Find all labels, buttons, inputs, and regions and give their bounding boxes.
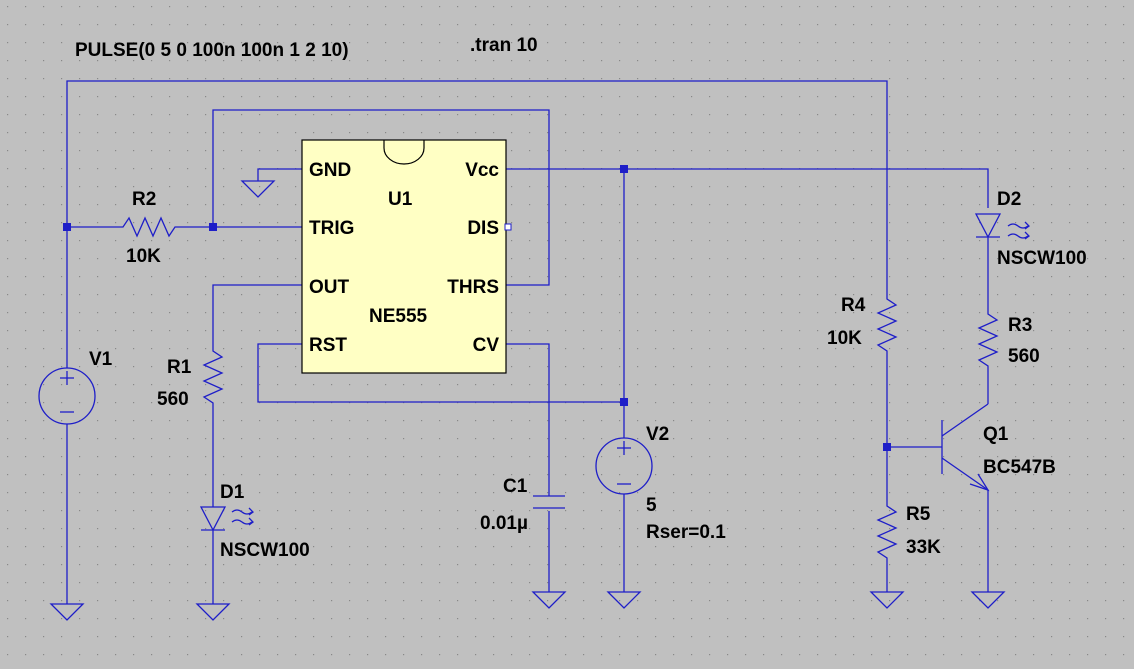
pin-label-gnd: GND (309, 160, 351, 181)
d1-part: NSCW100 (220, 540, 310, 561)
d2-part: NSCW100 (997, 248, 1087, 269)
transistor-q1[interactable] (941, 403, 990, 492)
light-emission-icon (1007, 233, 1029, 239)
resistor-r1[interactable] (202, 345, 224, 410)
pin-label-vcc: Vcc (465, 160, 499, 181)
ground-symbols (49, 180, 1006, 621)
pin-label-out: OUT (309, 277, 350, 298)
source-circle (595, 437, 653, 495)
source-circle (38, 367, 96, 425)
q1-part: BC547B (983, 457, 1056, 478)
r3-ref: R3 (1008, 315, 1032, 336)
c1-value: 0.01µ (480, 513, 528, 534)
pin-label-trig: TRIG (309, 218, 354, 239)
u1-notch (383, 140, 425, 165)
r2-value: 10K (126, 246, 161, 267)
ground-icon (606, 591, 642, 609)
led-d2[interactable] (974, 213, 1030, 240)
r5-ref: R5 (906, 504, 931, 525)
wire-out-r1 (212, 284, 302, 345)
ground-icon (531, 591, 567, 609)
tran-directive: .tran 10 (470, 35, 538, 56)
transistor-collector (941, 403, 989, 437)
voltage-source-v2[interactable] (595, 437, 653, 495)
wire-vcc-d2 (506, 168, 989, 208)
diode-icon (974, 213, 1002, 239)
d2-ref: D2 (997, 189, 1021, 210)
wire-trig-thrs-loop (212, 109, 550, 286)
wire-gnd-pin (257, 168, 302, 181)
ground-icon (240, 180, 276, 198)
resistor-r2[interactable] (117, 216, 180, 238)
q1-ref: Q1 (983, 424, 1009, 445)
r2-ref: R2 (132, 189, 156, 210)
wires (66, 80, 989, 604)
v2-value: 5 (646, 495, 657, 516)
arrow-icon (1024, 221, 1030, 230)
light-emission-icon (231, 519, 253, 525)
v2-rser: Rser=0.1 (646, 522, 726, 543)
light-emission-icon (1007, 223, 1029, 229)
r4-value: 10K (827, 328, 862, 349)
u1-ne555[interactable]: GND TRIG OUT RST Vcc DIS THRS CV U1 NE55… (301, 139, 512, 374)
junctions (63, 165, 891, 451)
ground-icon (970, 591, 1006, 609)
resistor-icon (977, 308, 999, 372)
resistor-icon (876, 500, 898, 562)
pin-label-rst: RST (309, 335, 347, 356)
resistor-r5[interactable] (876, 500, 898, 562)
pin-label-cv: CV (473, 335, 500, 356)
wire-v1-to-r4 (66, 80, 888, 293)
r3-value: 560 (1008, 346, 1040, 367)
pin-label-dis: DIS (467, 218, 499, 239)
r1-ref: R1 (167, 357, 192, 378)
resistor-r3[interactable] (977, 308, 999, 372)
ground-icon (869, 591, 905, 609)
u1-part-label: NE555 (369, 306, 428, 327)
d1-ref: D1 (220, 482, 245, 503)
pulse-directive: PULSE(0 5 0 100n 100n 1 2 10) (75, 40, 349, 61)
resistor-icon (876, 293, 898, 356)
r1-value: 560 (157, 389, 189, 410)
dis-pin-marker (504, 223, 512, 231)
v2-ref: V2 (646, 424, 669, 445)
led-d1[interactable] (199, 506, 254, 532)
v1-ref: V1 (89, 349, 113, 370)
transistor-emitter (941, 457, 989, 491)
resistor-r4[interactable] (876, 293, 898, 356)
c1-ref: C1 (503, 476, 528, 497)
emitter-arrow-icon (969, 473, 990, 492)
ground-icon (195, 603, 231, 621)
resistor-icon (117, 216, 180, 238)
arrow-icon (248, 507, 254, 516)
wire-rst (257, 343, 624, 403)
resistor-icon (202, 345, 224, 410)
light-emission-icon (231, 509, 253, 515)
u1-ref-label: U1 (388, 189, 413, 210)
arrow-icon (1024, 231, 1030, 240)
arrow-icon (248, 517, 254, 526)
voltage-source-v1[interactable] (38, 367, 96, 425)
r5-value: 33K (906, 537, 941, 558)
pin-label-thrs: THRS (447, 277, 499, 298)
r4-ref: R4 (841, 295, 866, 316)
u1-body (301, 139, 507, 374)
capacitor-c1[interactable] (533, 495, 565, 509)
ground-icon (49, 603, 85, 621)
wire-cv-c1 (506, 343, 550, 496)
diode-icon (199, 506, 227, 532)
labels: PULSE(0 5 0 100n 100n 1 2 10) .tran 10 R… (75, 35, 1087, 561)
